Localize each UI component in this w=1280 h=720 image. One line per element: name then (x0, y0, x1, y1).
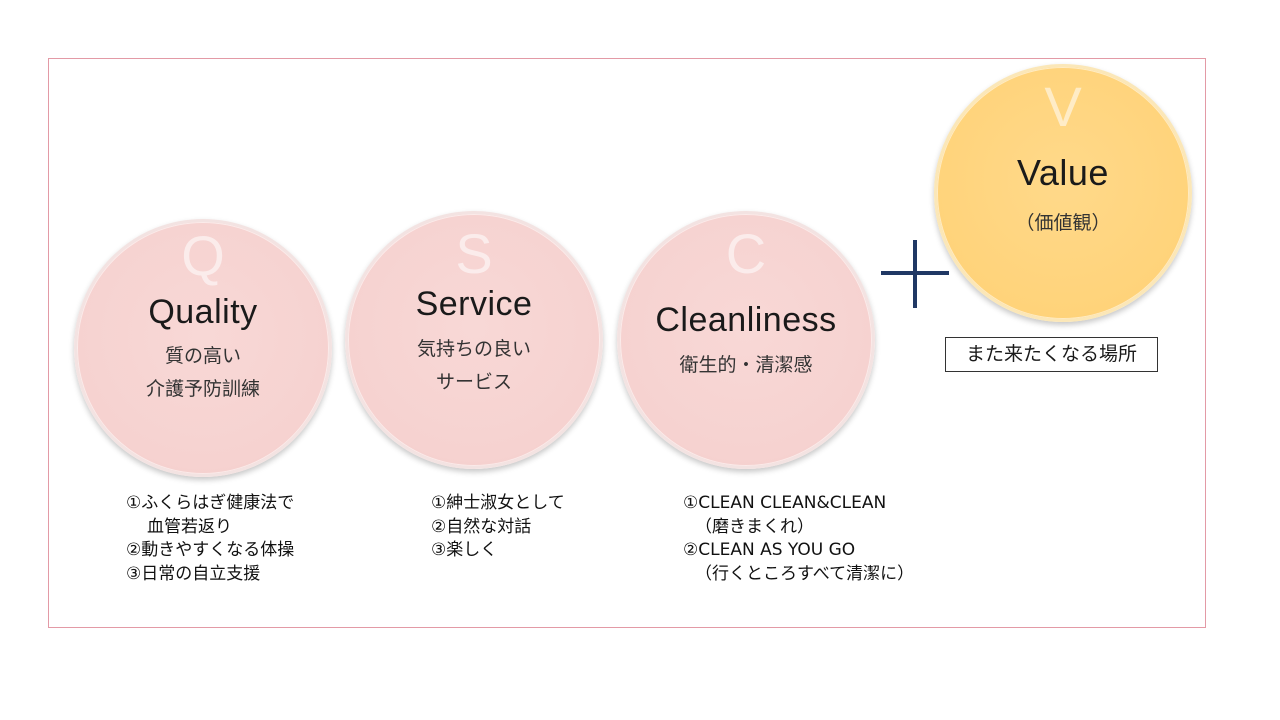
plus-icon (881, 240, 949, 308)
service-list: ①紳士淑女として ②自然な対話 ③楽しく (431, 492, 565, 563)
list-item: ①CLEAN CLEAN&CLEAN (683, 493, 887, 513)
service-sub-line-2: サービス (435, 371, 512, 393)
value-letter: V (1044, 75, 1082, 138)
value-circle: V Value （価値観） (934, 64, 1192, 322)
cleanliness-title: Cleanliness (655, 301, 837, 339)
diagram-frame (48, 58, 1206, 628)
quality-letter: Q (181, 224, 225, 287)
cleanliness-letter: C (725, 222, 767, 285)
value-caption: また来たくなる場所 (945, 337, 1158, 372)
cleanliness-circle: C Cleanliness 衛生的・清潔感 (617, 211, 875, 469)
quality-sub-line-1: 質の高い (164, 345, 241, 367)
service-circle: S Service 気持ちの良い サービス (345, 211, 603, 469)
list-item: ①ふくらはぎ健康法で (126, 493, 295, 513)
cleanliness-sub-line-1: 衛生的・清潔感 (679, 354, 813, 376)
list-item: （行くところすべて清潔に） (695, 563, 915, 584)
quality-title: Quality (148, 293, 258, 331)
quality-circle: Q Quality 質の高い 介護予防訓練 (74, 219, 332, 477)
service-letter: S (455, 222, 493, 285)
list-item: ②CLEAN AS YOU GO (683, 540, 856, 560)
quality-sub-line-2: 介護予防訓練 (145, 378, 260, 400)
quality-list: ①ふくらはぎ健康法で 血管若返り ②動きやすくなる体操 ③日常の自立支援 (126, 492, 294, 586)
list-item: ③楽しく (431, 540, 498, 560)
list-item: ③日常の自立支援 (126, 563, 261, 584)
value-title: Value (1017, 152, 1109, 193)
list-item: ②自然な対話 (431, 516, 532, 537)
service-title: Service (415, 285, 533, 323)
value-sub: （価値観） (1015, 212, 1111, 234)
list-item: ①紳士淑女として (431, 493, 565, 513)
cleanliness-list: ①CLEAN CLEAN&CLEAN （磨きまくれ） ②CLEAN AS YOU… (683, 492, 914, 586)
list-item: ②動きやすくなる体操 (126, 540, 295, 560)
service-sub-line-1: 気持ちの良い (416, 338, 531, 360)
list-item: （磨きまくれ） (695, 516, 814, 537)
list-item: 血管若返り (147, 516, 232, 537)
